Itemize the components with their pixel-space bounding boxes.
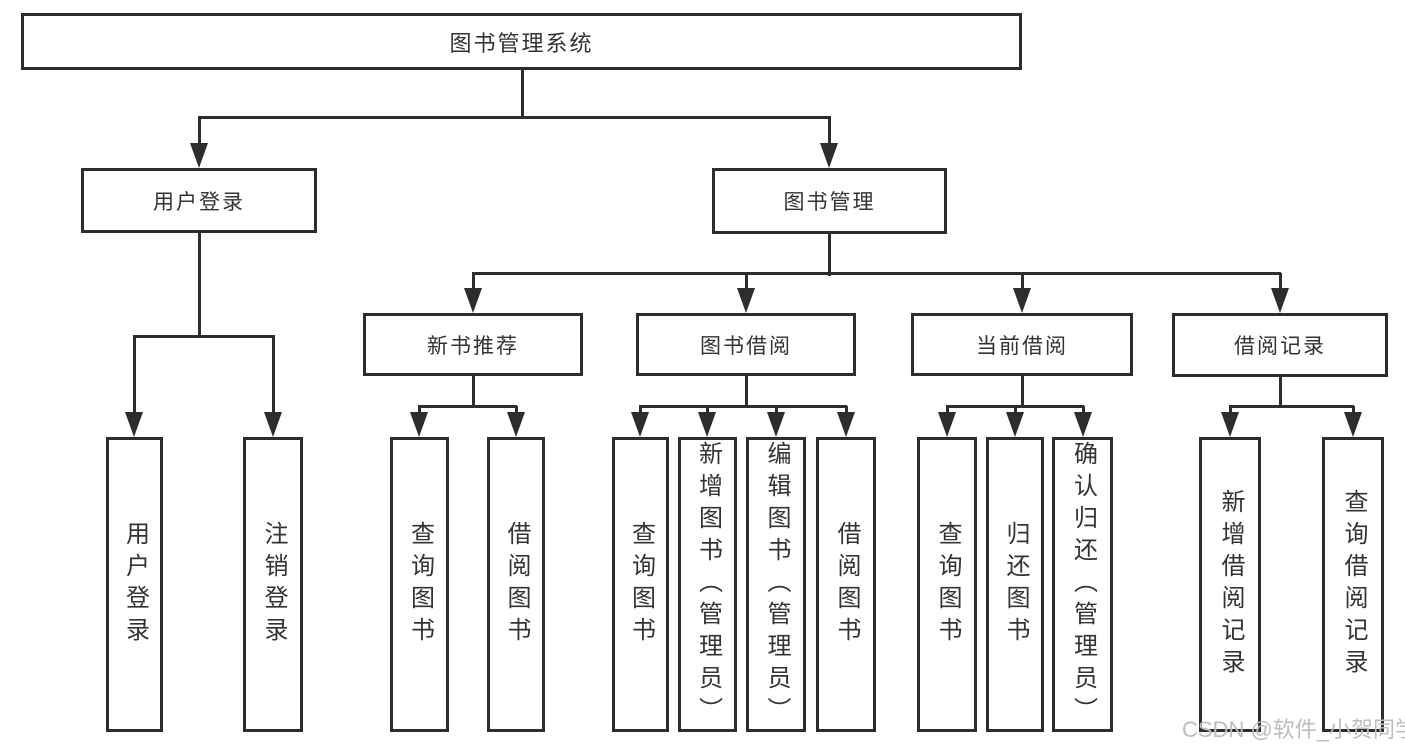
node-leaf-nb-query-books: 查询图书: [390, 437, 449, 732]
node-leaf-bb-edit-books: 编辑图书（管理员）: [746, 437, 806, 732]
node-user-login: 用户登录: [81, 168, 317, 233]
arrow-down-icon: [631, 412, 649, 437]
connector-line: [828, 117, 831, 150]
connector-line: [472, 374, 475, 408]
arrow-down-icon: [464, 288, 482, 313]
node-leaf-bb-add-books-label: 新增图书（管理员）: [694, 440, 722, 729]
node-book-management: 图书管理: [712, 168, 947, 234]
arrow-down-icon: [1006, 412, 1024, 437]
node-leaf-logout-label: 注销登录: [260, 520, 287, 649]
node-leaf-nb-query-books-label: 查询图书: [406, 520, 434, 649]
connector-line: [133, 335, 275, 338]
arrow-down-icon: [837, 412, 855, 437]
arrow-down-icon: [1344, 412, 1362, 437]
arrow-down-icon: [698, 412, 716, 437]
arrow-down-icon: [820, 143, 838, 168]
node-leaf-br-add-record-label: 新增借阅记录: [1217, 488, 1244, 681]
arrow-down-icon: [767, 412, 785, 437]
connector-line: [198, 116, 831, 119]
node-borrow-record-label: 借阅记录: [1234, 335, 1326, 358]
arrow-down-icon: [507, 412, 525, 437]
node-leaf-cb-confirm-return-label: 确认归还（管理员）: [1069, 440, 1097, 729]
connector-line: [828, 231, 831, 276]
node-leaf-cb-confirm-return: 确认归还（管理员）: [1052, 437, 1113, 732]
node-leaf-cb-return-books-label: 归还图书: [1002, 520, 1029, 649]
connector-line: [1279, 273, 1282, 300]
connector-line: [198, 231, 201, 338]
node-leaf-user-login-label: 用户登录: [121, 520, 149, 649]
arrow-down-icon: [1074, 412, 1092, 437]
node-book-borrow: 图书借阅: [636, 313, 856, 376]
arrow-down-icon: [410, 412, 428, 437]
node-leaf-logout: 注销登录: [243, 437, 303, 732]
node-leaf-bb-query-books: 查询图书: [612, 437, 669, 732]
connector-line: [521, 68, 524, 119]
node-leaf-br-query-record: 查询借阅记录: [1322, 437, 1384, 732]
node-current-borrow-label: 当前借阅: [976, 334, 1068, 358]
node-new-book-recommend-label: 新书推荐: [427, 334, 519, 358]
arrow-down-icon: [1221, 412, 1239, 437]
node-user-login-label: 用户登录: [153, 190, 245, 214]
node-root: 图书管理系统: [21, 13, 1022, 70]
node-leaf-cb-query-books-label: 查询图书: [934, 520, 961, 649]
node-leaf-bb-borrow-books-label: 借阅图书: [833, 520, 860, 649]
arrow-down-icon: [264, 412, 282, 437]
node-root-label: 图书管理系统: [449, 30, 594, 56]
arrow-down-icon: [938, 412, 956, 437]
arrow-down-icon: [125, 412, 143, 437]
node-leaf-bb-add-books: 新增图书（管理员）: [678, 437, 737, 732]
connector-line: [1279, 374, 1282, 408]
node-leaf-bb-query-books-label: 查询图书: [627, 520, 655, 649]
connector-line: [472, 272, 1281, 275]
connector-line: [198, 117, 201, 150]
node-leaf-cb-return-books: 归还图书: [986, 437, 1044, 732]
node-leaf-user-login: 用户登录: [106, 437, 163, 732]
connector-line: [133, 336, 136, 420]
node-leaf-bb-edit-books-label: 编辑图书（管理员）: [763, 440, 790, 729]
connector-line: [639, 405, 847, 408]
csdn-watermark: CSDN @软件_小贺同学: [1182, 717, 1405, 742]
arrow-down-icon: [1013, 288, 1031, 313]
connector-line: [1021, 374, 1024, 408]
arrow-down-icon: [737, 288, 755, 313]
connector-line: [272, 336, 275, 420]
node-leaf-bb-borrow-books: 借阅图书: [816, 437, 876, 732]
node-leaf-br-add-record: 新增借阅记录: [1199, 437, 1261, 732]
connector-line: [745, 374, 748, 408]
connector-line: [418, 405, 517, 408]
node-new-book-recommend: 新书推荐: [363, 313, 583, 376]
node-leaf-nb-borrow-books: 借阅图书: [487, 437, 545, 732]
arrow-down-icon: [1271, 288, 1289, 313]
node-book-management-label: 图书管理: [783, 191, 876, 214]
node-book-borrow-label: 图书借阅: [700, 334, 792, 358]
node-leaf-cb-query-books: 查询图书: [917, 437, 977, 732]
node-leaf-br-query-record-label: 查询借阅记录: [1340, 488, 1367, 681]
node-current-borrow: 当前借阅: [911, 313, 1133, 376]
connector-line: [745, 273, 748, 300]
connector-line: [472, 273, 475, 300]
node-borrow-record: 借阅记录: [1172, 313, 1388, 377]
connector-line: [1229, 405, 1354, 408]
connector-line: [1021, 273, 1024, 300]
arrow-down-icon: [190, 143, 208, 168]
node-leaf-nb-borrow-books-label: 借阅图书: [503, 520, 530, 649]
